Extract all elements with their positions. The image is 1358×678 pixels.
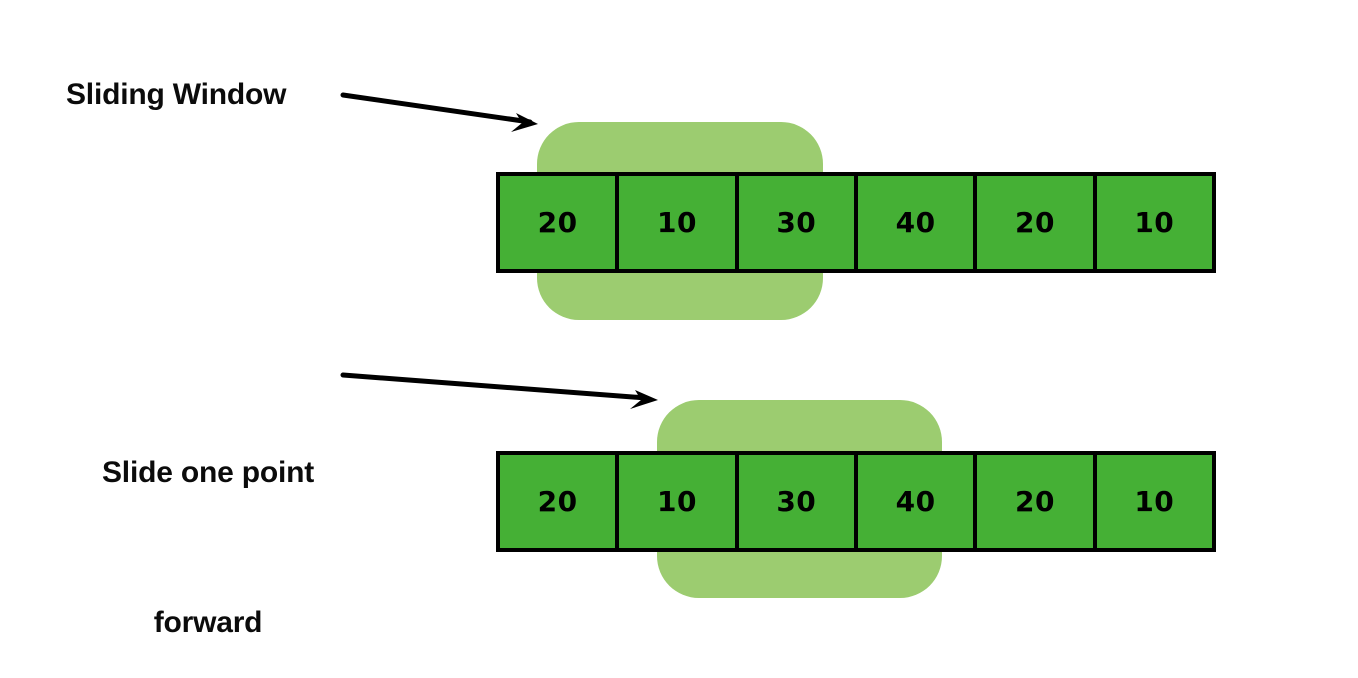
- cell-value: 40: [895, 484, 936, 518]
- cell-value: 30: [776, 484, 817, 518]
- cell-value: 20: [537, 484, 578, 518]
- cell-value: 20: [537, 205, 578, 239]
- array-row-2: 20 10 30 40 20 10: [496, 451, 1216, 552]
- slide-forward-label-line-1: Slide one point: [102, 456, 314, 489]
- slide-forward-label: Slide one point forward: [78, 348, 338, 678]
- array-cell[interactable]: 10: [619, 455, 739, 548]
- array-cell[interactable]: 20: [500, 176, 620, 269]
- cell-value: 20: [1014, 205, 1055, 239]
- array-cell[interactable]: 40: [857, 176, 978, 269]
- array-cell[interactable]: 10: [1096, 176, 1212, 269]
- slide-forward-label-line-2: forward: [153, 606, 263, 639]
- array-cell[interactable]: 40: [857, 455, 978, 548]
- slide-forward-arrow-icon: [340, 372, 658, 409]
- cell-value: 30: [776, 205, 817, 239]
- array-row-1: 20 10 30 40 20 10: [496, 172, 1216, 273]
- arrow-head: [511, 113, 538, 132]
- cell-value: 10: [657, 205, 697, 239]
- cell-value: 40: [895, 205, 936, 239]
- cell-value: 10: [1134, 484, 1175, 518]
- array-cell[interactable]: 20: [977, 455, 1097, 548]
- arrow-shaft: [340, 92, 533, 125]
- cell-value: 10: [1134, 205, 1175, 239]
- cell-value: 10: [657, 484, 697, 518]
- array-cell[interactable]: 30: [738, 455, 858, 548]
- sliding-window-arrow-icon: [340, 92, 538, 132]
- cell-value: 20: [1014, 484, 1055, 518]
- arrow-head: [630, 390, 658, 409]
- sliding-window-label: Sliding Window: [66, 78, 287, 111]
- arrow-shaft: [340, 372, 649, 401]
- array-cell[interactable]: 20: [977, 176, 1097, 269]
- array-cell[interactable]: 30: [738, 176, 858, 269]
- array-cell[interactable]: 20: [500, 455, 620, 548]
- array-cell[interactable]: 10: [1096, 455, 1212, 548]
- array-cell[interactable]: 10: [619, 176, 739, 269]
